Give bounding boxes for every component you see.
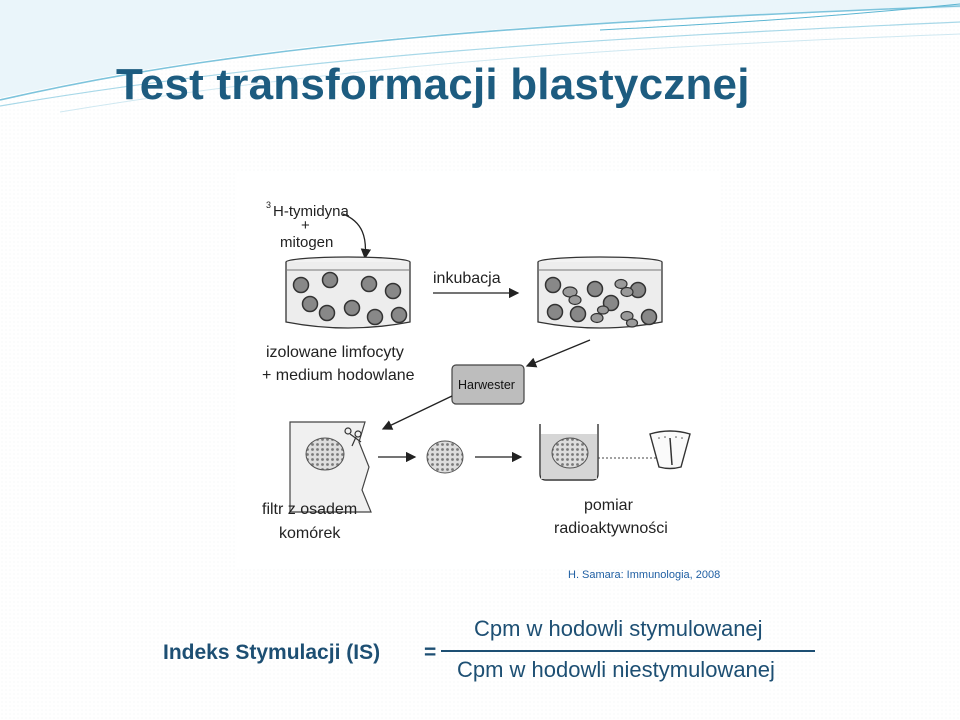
filter-sheet <box>289 421 372 513</box>
reagent-label-line2: mitogen <box>280 234 333 251</box>
to-harvester-arrow <box>525 339 591 368</box>
decorative-waves <box>0 0 960 113</box>
culture-dish-2 <box>537 256 663 329</box>
harvester-box <box>451 364 525 405</box>
cells-label-line2: + medium hodowlane <box>262 367 415 384</box>
measure-label-line2: radioaktywności <box>554 520 668 537</box>
counter-gauge <box>649 430 691 470</box>
step-incubation-label: inkubacja <box>433 270 501 287</box>
reagent-arrow <box>342 213 372 260</box>
filter-label-line2: komórek <box>279 525 341 542</box>
culture-dish-1 <box>285 256 411 329</box>
scintillation-vial <box>539 424 599 481</box>
from-harvester-arrow <box>381 395 453 430</box>
measure-label-line1: pomiar <box>584 497 634 514</box>
slide-title: Test transformacji blastycznej <box>116 60 750 109</box>
formula-numerator: Cpm w hodowli stymulowanej <box>474 616 763 641</box>
reagent-label-plus: + <box>301 217 310 234</box>
reagent-label-line1: H-tymidyna <box>273 203 350 220</box>
fraction-bar <box>441 650 815 652</box>
assay-diagram: 3 H-tymidyna + mitogen inkubacja izolowa <box>235 172 720 567</box>
harvester-label: Harwester <box>458 378 515 392</box>
filter-disc <box>426 440 464 474</box>
scissors-icon <box>344 427 362 447</box>
citation: H. Samara: Immunologia, 2008 <box>568 569 721 581</box>
cells-label-line1: izolowane limfocyty <box>266 344 404 361</box>
formula-equals: = <box>424 641 437 664</box>
filter-label-line1: filtr z osadem <box>262 501 357 518</box>
formula-denominator: Cpm w hodowli niestymulowanej <box>457 657 775 682</box>
reagent-superscript: 3 <box>266 200 271 210</box>
formula-label: Indeks Stymulacji (IS) <box>163 641 381 664</box>
